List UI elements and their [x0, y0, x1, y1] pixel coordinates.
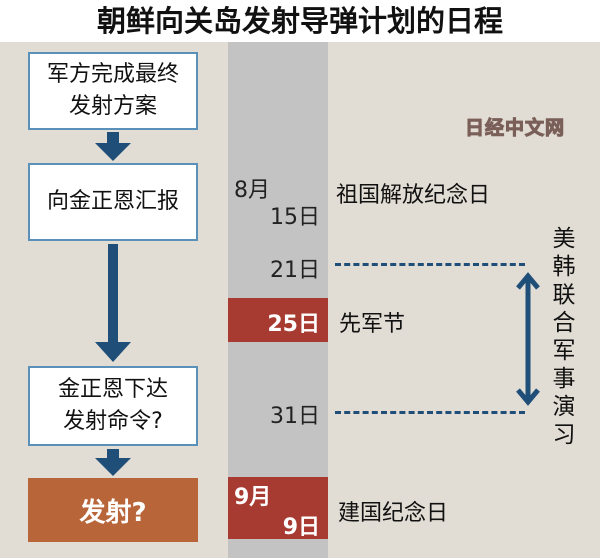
step-text: 发射命令?	[63, 409, 163, 434]
step-report: 向金正恩汇报	[28, 163, 198, 241]
arrow-down-icon	[95, 449, 131, 476]
date-sep: 9月	[234, 485, 272, 510]
event-liberation-day: 祖国解放纪念日	[336, 183, 491, 208]
step-launch: 发射?	[28, 478, 198, 542]
event-songun-day: 先军节	[339, 312, 406, 337]
date-15: 15日	[270, 205, 320, 230]
event-foundation-day: 建国纪念日	[338, 501, 449, 526]
date-25: 25日	[267, 312, 320, 337]
watermark: 日经中文网	[464, 117, 566, 140]
date-9: 9日	[282, 515, 320, 540]
step-final-plan: 军方完成最终发射方案	[28, 52, 198, 130]
step-text: 向金正恩汇报	[46, 189, 179, 214]
arrow-down-icon	[95, 244, 131, 362]
date-31: 31日	[270, 404, 320, 429]
exercise-label: 美韩联合军事演习	[552, 226, 576, 448]
date-25-highlight: 25日	[228, 298, 328, 342]
arrow-down-icon	[95, 132, 131, 161]
page-title: 朝鲜向关岛发射导弹计划的日程	[96, 4, 503, 38]
step-text: 发射方案	[68, 94, 157, 119]
dashed-line-start	[335, 263, 525, 266]
double-arrow-icon	[516, 272, 540, 406]
date-sep9-highlight: 9月 9日	[228, 477, 328, 540]
step-text: 发射?	[79, 497, 147, 528]
dashed-line-end	[335, 411, 525, 414]
step-text: 金正恩下达	[57, 377, 168, 402]
date-aug: 8月	[234, 178, 270, 203]
date-21: 21日	[270, 258, 320, 283]
step-order: 金正恩下达发射命令?	[28, 366, 198, 446]
step-text: 军方完成最终	[46, 62, 179, 87]
